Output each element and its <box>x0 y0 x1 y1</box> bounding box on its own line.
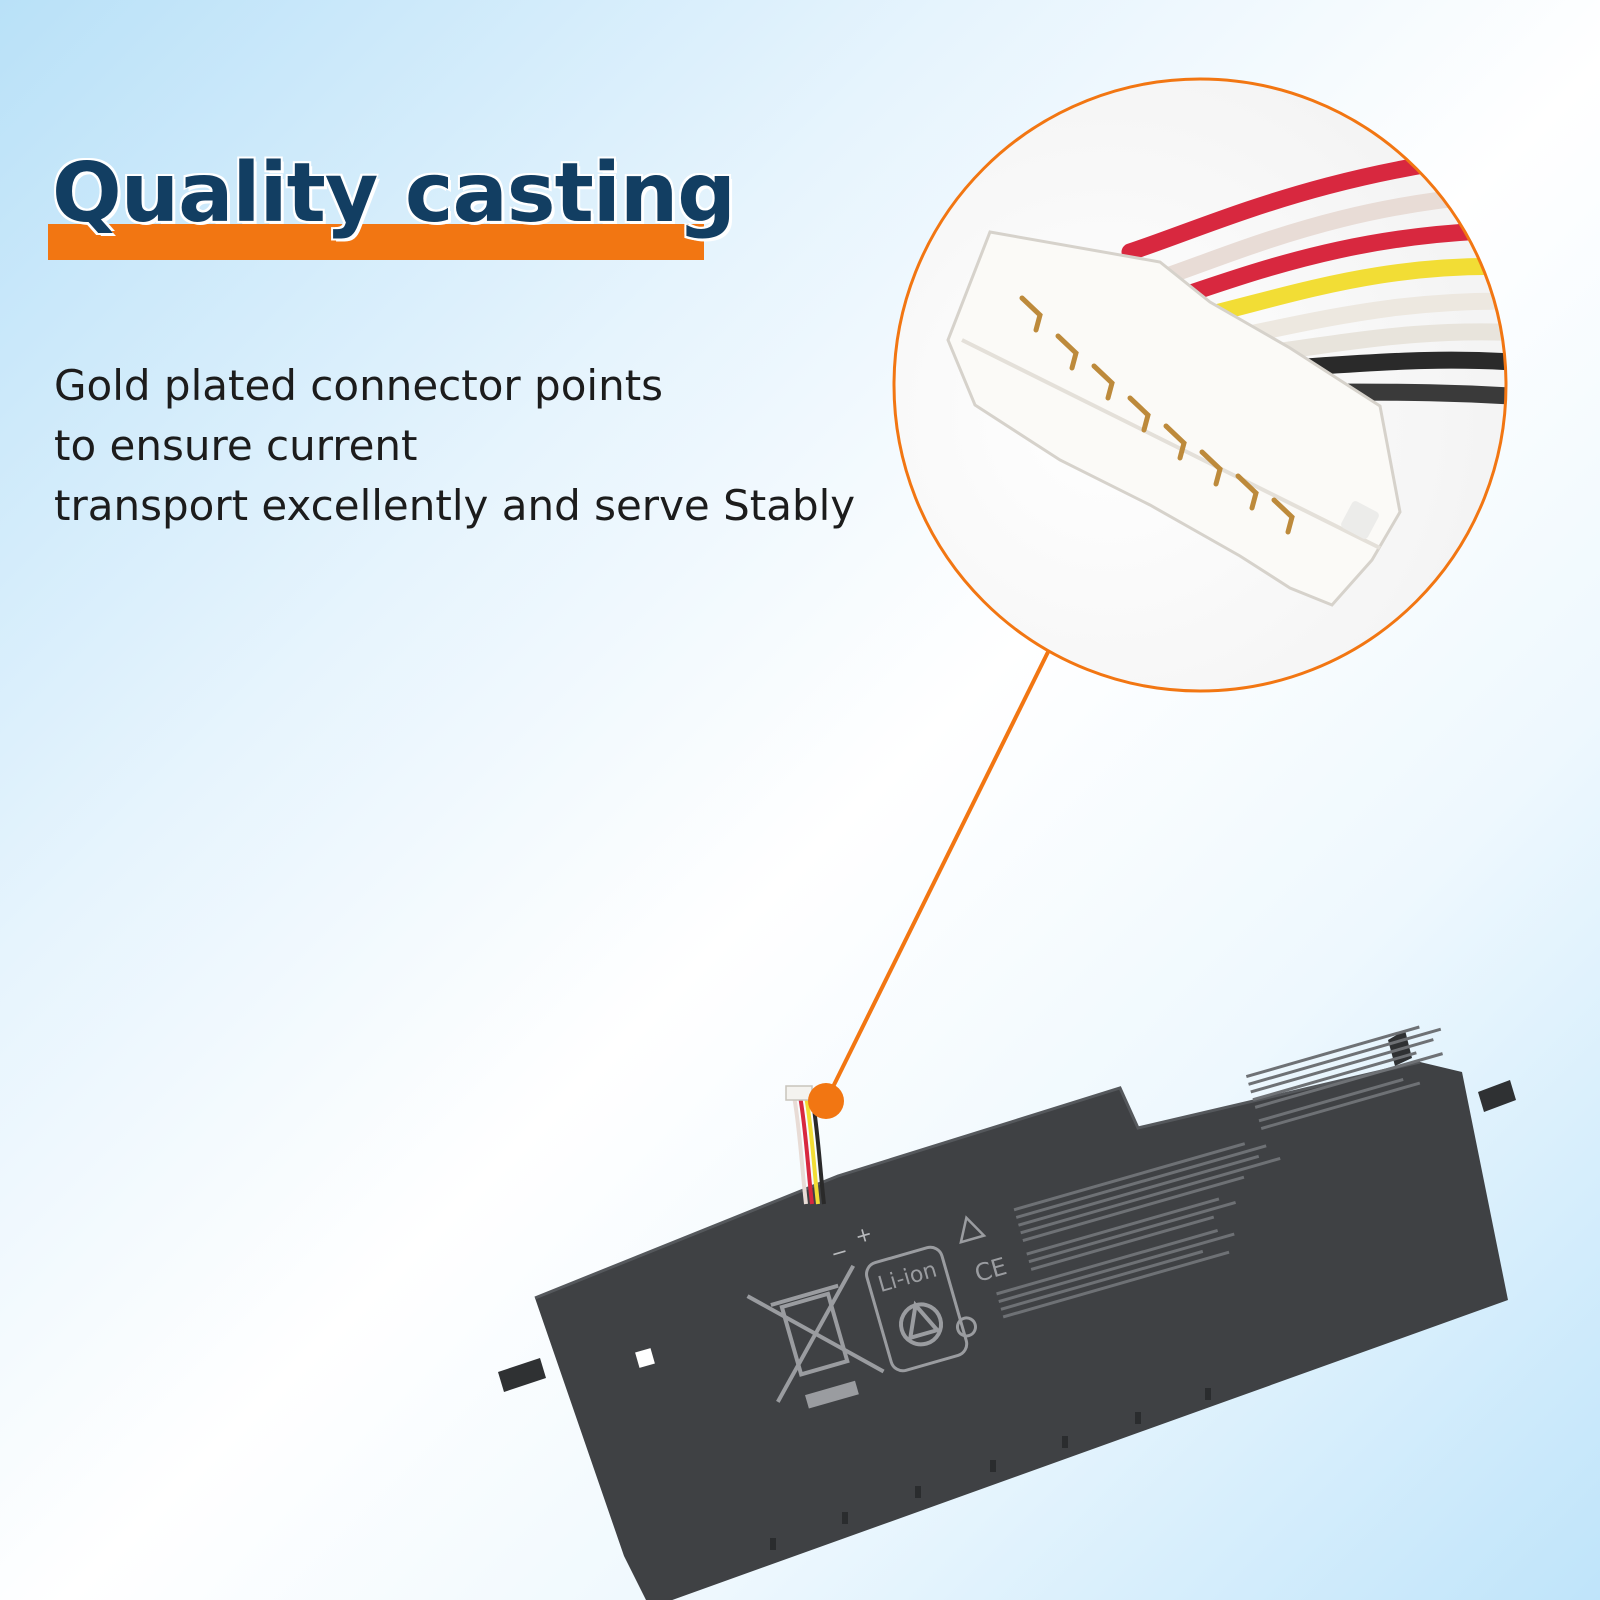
gold-pin <box>1091 363 1115 401</box>
callout-anchor-dot <box>808 1083 844 1119</box>
description-line-2: to ensure current <box>54 421 418 470</box>
crossed-bin-icon <box>746 1264 885 1409</box>
wire <box>1221 292 1506 347</box>
fine-print-block <box>996 1025 1444 1319</box>
battery-label: Li-ion CE + − <box>746 1025 1444 1409</box>
description-line-1: Gold plated connector points <box>54 361 664 410</box>
gold-pin <box>1127 395 1151 433</box>
battery-mount-tab <box>498 1358 546 1392</box>
gold-pin <box>1055 333 1079 371</box>
warning-icon <box>959 1215 987 1244</box>
gold-pin <box>1199 449 1223 487</box>
page-title: Quality casting <box>52 146 736 241</box>
certification-icon <box>955 1316 977 1338</box>
plus-terminal: + <box>852 1221 875 1249</box>
wire <box>1281 351 1506 377</box>
description-line-3: transport excellently and serve Stably <box>54 481 856 530</box>
gold-pin <box>1019 295 1043 333</box>
callout-pointer-line <box>824 651 1050 1102</box>
minus-terminal: − <box>828 1238 851 1266</box>
battery-body <box>535 1062 1508 1600</box>
laptop-battery: Li-ion CE + − <box>498 1025 1516 1600</box>
magnifier-lens <box>892 77 1508 693</box>
cable-connector-plug <box>785 1085 813 1101</box>
gold-pins <box>1019 295 1295 535</box>
title-block: Quality casting <box>48 146 736 266</box>
battery-square-hole <box>635 1348 655 1368</box>
magnifier-ring <box>892 77 1508 693</box>
feature-description: Gold plated connector points to ensure c… <box>54 356 855 536</box>
gold-pin <box>1163 423 1187 461</box>
recycle-icon <box>899 1300 944 1347</box>
battery-mount-tab <box>1478 1080 1516 1112</box>
gold-pin <box>1235 473 1259 511</box>
battery-ridge-bumps <box>770 1388 1211 1550</box>
title-underline-bar <box>48 224 704 260</box>
gold-pin <box>1271 497 1295 535</box>
